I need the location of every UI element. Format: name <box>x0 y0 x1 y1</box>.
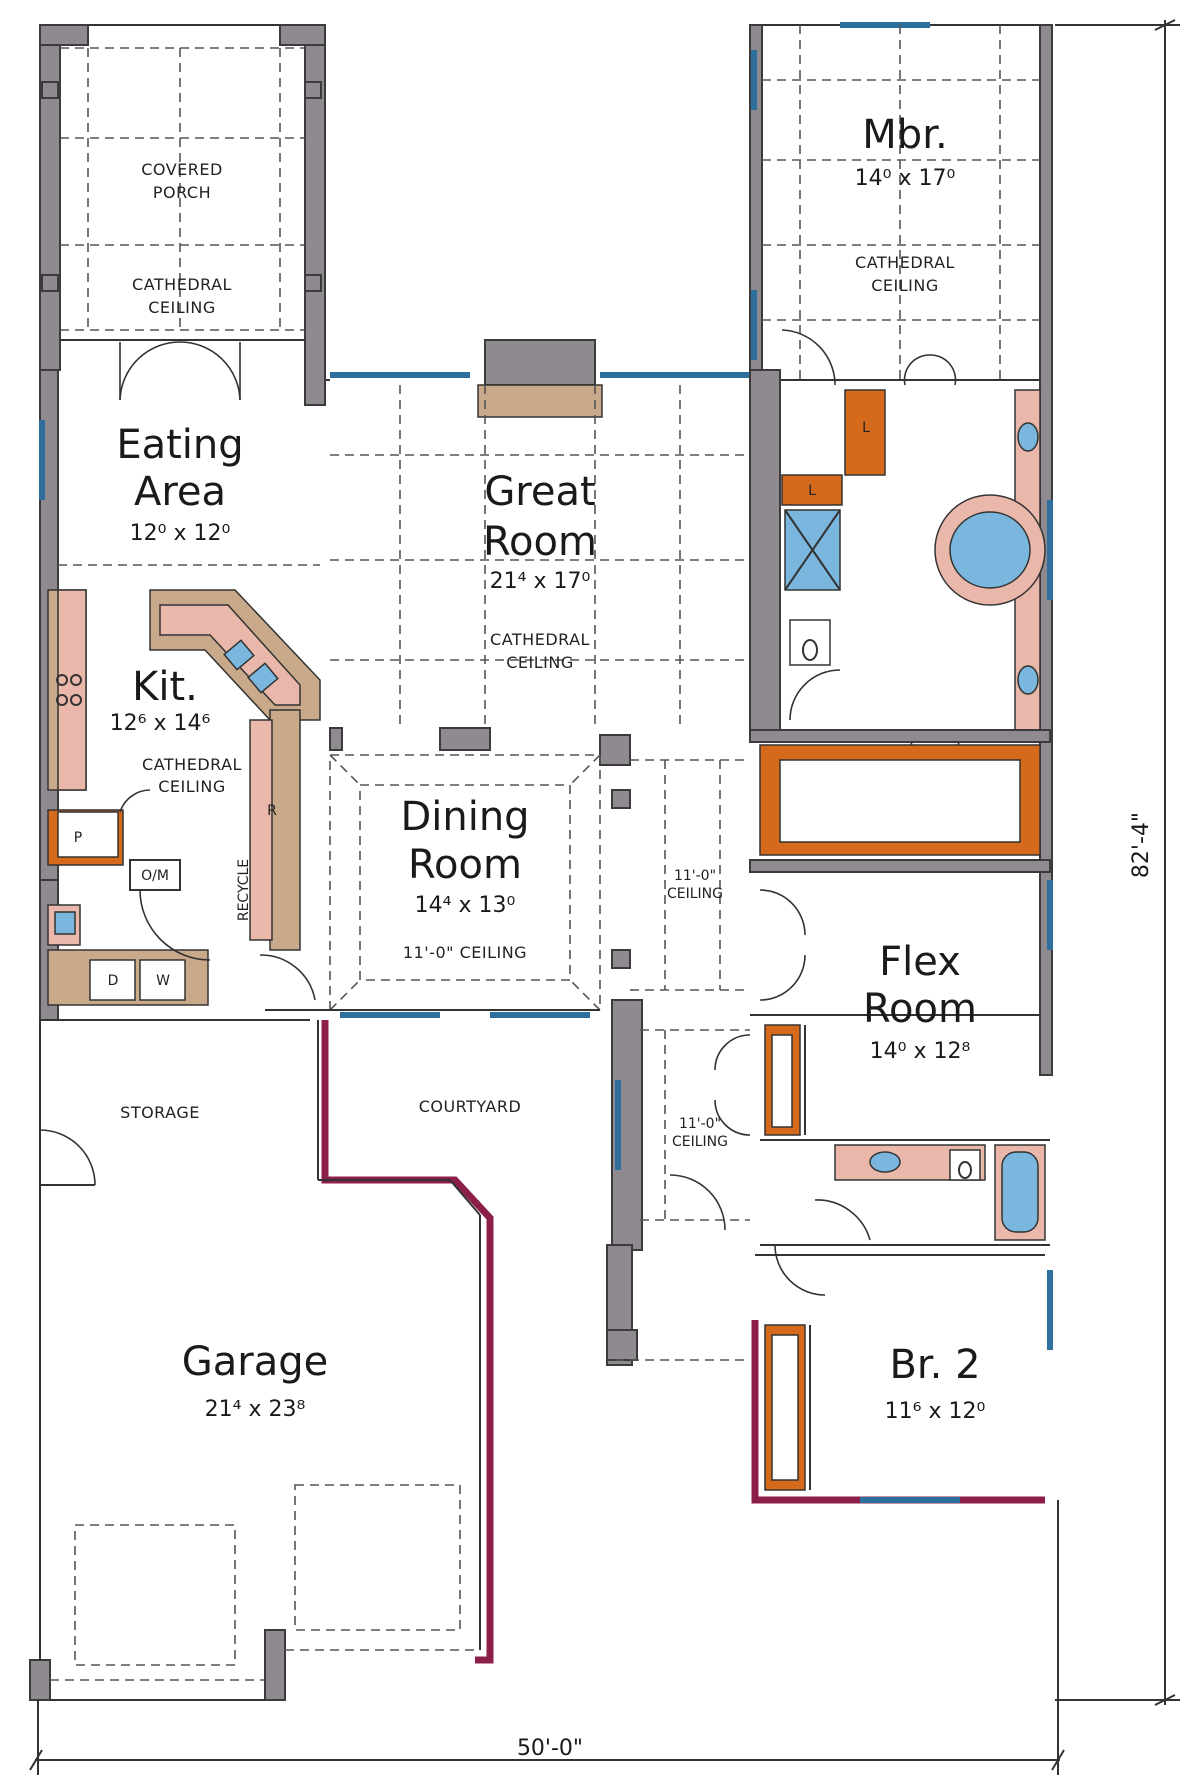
dining-room: Dining Room 14⁴ x 13⁰ 11'-0" CEILING <box>265 754 601 1018</box>
great-room-ceiling-label-2: CEILING <box>506 653 574 672</box>
garage-dimensions: 21⁴ x 23⁸ <box>205 1397 306 1422</box>
washer-label: W <box>156 973 170 989</box>
storage-label: STORAGE <box>120 1103 200 1122</box>
laundry: D W <box>39 879 316 1021</box>
master-bedroom-label: Mbr. <box>862 112 947 158</box>
eating-area-dimensions: 12⁰ x 12⁰ <box>130 521 231 546</box>
recycle-label: RECYCLE <box>236 859 252 921</box>
linen-label-2: L <box>808 483 816 499</box>
dryer-label: D <box>108 973 119 989</box>
master-bath: L L <box>749 329 1046 761</box>
garage: STORAGE Garage 21⁴ x 23⁸ <box>29 1019 481 1701</box>
flex-room-label-1: Flex <box>879 939 961 985</box>
dining-room-label-2: Room <box>408 842 522 888</box>
bedroom-2: Br. 2 11⁶ x 12⁰ <box>751 1254 1045 1504</box>
eating-area-label-1: Eating <box>116 422 243 468</box>
bedroom-2-dimensions: 11⁶ x 12⁰ <box>885 1399 986 1424</box>
master-bedroom: Mbr. 14⁰ x 17⁰ CATHEDRAL CEILING <box>762 25 1040 381</box>
courtyard: COURTYARD <box>321 1020 522 1664</box>
overall-width-label: 50'-0" <box>517 1736 583 1761</box>
master-ceiling-label-1: CATHEDRAL <box>855 253 955 272</box>
kitchen-dimensions: 12⁶ x 14⁶ <box>110 711 211 736</box>
dimension-lines: 82'-4" 50'-0" <box>29 19 1180 1775</box>
dining-room-dimensions: 14⁴ x 13⁰ <box>415 893 516 918</box>
hall-upper-ceiling-label-1: 11'-0" <box>674 868 716 884</box>
refrigerator-label: R <box>267 803 277 819</box>
porch-french-door[interactable] <box>119 341 241 401</box>
bedroom-2-label: Br. 2 <box>889 1342 980 1388</box>
porch-ceiling-label-2: CEILING <box>148 298 216 317</box>
hall-bath <box>760 1139 1050 1296</box>
great-room-ceiling-label-1: CATHEDRAL <box>490 630 590 649</box>
eating-area: Eating Area 12⁰ x 12⁰ <box>39 420 320 566</box>
pantry-label: P <box>74 830 82 846</box>
eating-area-label-2: Area <box>134 469 226 515</box>
kitchen-ceiling-label-2: CEILING <box>158 777 226 796</box>
overall-depth-label: 82'-4" <box>1129 812 1154 878</box>
hall: 11'-0" CEILING 11'-0" CEILING <box>606 759 806 1366</box>
master-ceiling-label-2: CEILING <box>871 276 939 295</box>
master-bedroom-dimensions: 14⁰ x 17⁰ <box>855 166 956 191</box>
oven-microwave-label: O/M <box>141 868 169 884</box>
great-room: Great Room 21⁴ x 17⁰ CATHEDRAL CEILING <box>330 385 750 730</box>
great-room-label-1: Great <box>484 469 595 515</box>
hall-lower-ceiling-label-1: 11'-0" <box>679 1116 721 1132</box>
walk-in-closet <box>749 729 1051 873</box>
flex-room: Flex Room 14⁰ x 12⁸ <box>750 939 1040 1136</box>
great-room-label-2: Room <box>483 519 597 565</box>
great-room-dimensions: 21⁴ x 17⁰ <box>490 569 591 594</box>
dining-ceiling-label: 11'-0" CEILING <box>403 943 527 962</box>
linen-label-1: L <box>862 420 870 436</box>
hall-lower-ceiling-label-2: CEILING <box>672 1134 728 1150</box>
flex-room-label-2: Room <box>863 986 977 1032</box>
flex-room-dimensions: 14⁰ x 12⁸ <box>870 1039 971 1064</box>
kitchen: P O/M RECYCLE R Kit. 12⁶ x 14⁶ CATHEDRAL… <box>47 589 321 951</box>
porch-ceiling-label-1: CATHEDRAL <box>132 275 232 294</box>
covered-porch: COVERED PORCH CATHEDRAL CEILING <box>41 47 322 341</box>
garage-label: Garage <box>182 1339 328 1385</box>
courtyard-label: COURTYARD <box>419 1097 522 1116</box>
porch-label-1: COVERED <box>141 160 223 179</box>
dining-room-label-1: Dining <box>400 794 529 840</box>
kitchen-ceiling-label-1: CATHEDRAL <box>142 755 242 774</box>
exterior-walls <box>39 22 1053 1350</box>
kitchen-label: Kit. <box>132 664 198 710</box>
hall-upper-ceiling-label-2: CEILING <box>667 886 723 902</box>
porch-label-2: PORCH <box>153 183 211 202</box>
